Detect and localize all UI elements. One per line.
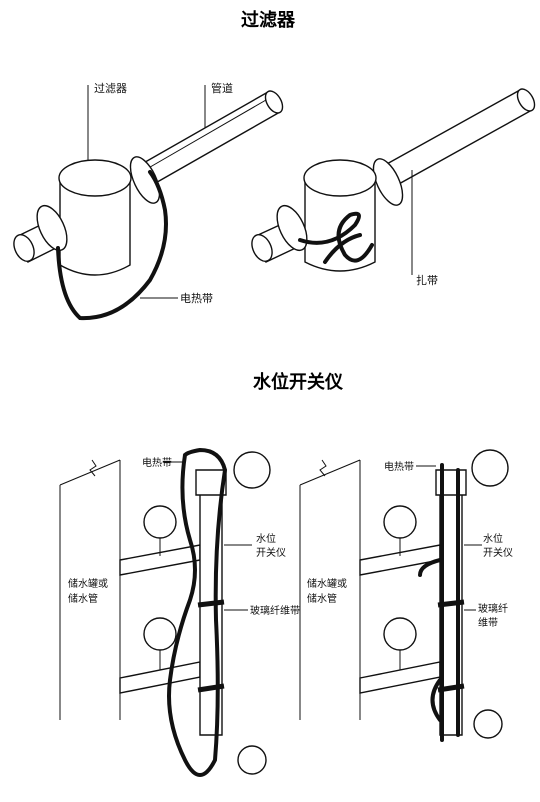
tank-break-mark-2 [319, 459, 327, 477]
upper-valve-wheel [143, 505, 177, 539]
right-heating-tape-label: 电热带 [384, 460, 414, 473]
left-level-label-line2: 开关仪 [256, 546, 286, 559]
tank-break-mark [89, 459, 97, 477]
lower-valve-wheel-2 [383, 617, 417, 651]
filter-housing [59, 179, 131, 276]
right-tank-label-line2: 储水管 [307, 592, 337, 605]
heating-tape-label: 电热带 [180, 292, 213, 305]
filter-diagram-1: 过滤器 管道 电热带 [13, 81, 284, 321]
inlet-flange [36, 204, 68, 252]
right-tank-label-line1: 储水罐或 [307, 577, 347, 590]
tank-top-2 [299, 459, 361, 486]
binding-label: 扎带 [416, 273, 438, 287]
wrapped-heating-tape [298, 211, 374, 263]
right-level-label-line1: 水位 [483, 532, 503, 545]
wrapped-heating-tape-2 [323, 233, 362, 264]
pipe-label: 管道 [211, 81, 233, 95]
right-fiber-label-line1: 玻璃纤 [478, 602, 508, 615]
filter-top [58, 159, 132, 197]
inlet-opening-2 [251, 234, 273, 262]
heating-tape [56, 170, 168, 321]
tank-label-line2: 储水管 [68, 592, 98, 605]
drain-valve-wheel-2 [473, 709, 503, 739]
filter-label: 过滤器 [94, 82, 127, 95]
lower-valve-wheel [143, 617, 177, 651]
filter-section-title: 过滤器 [241, 9, 296, 31]
water-level-diagram-2: 储水罐或 储水管 电热带 水位 开关仪 玻璃纤 维带 [299, 449, 513, 742]
drain-valve-wheel [237, 745, 267, 775]
filter-diagram-2: 扎带 [251, 88, 536, 287]
level-switch-head [195, 469, 227, 496]
filter-top-2 [303, 159, 377, 197]
water-level-section-title: 水位开关仪 [253, 371, 344, 393]
pipe-end-2 [516, 88, 536, 112]
pipe-flange [129, 156, 161, 204]
tank-top [59, 459, 121, 486]
level-gauge-2 [471, 449, 509, 487]
fiberglass-band-1 [197, 599, 225, 608]
inlet-opening [13, 234, 35, 262]
pipe-body-2 [384, 89, 533, 186]
fiberglass-band-4 [437, 683, 465, 693]
level-gauge [233, 451, 271, 489]
pipe-end [264, 90, 284, 114]
left-level-label-line1: 水位 [256, 532, 276, 545]
right-fiber-label-line2: 维带 [478, 616, 498, 629]
left-fiberglass-label: 玻璃纤维带 [250, 604, 300, 617]
water-level-diagram-1: 储水罐或 储水管 电热带 水位 开关仪 玻璃纤维带 [59, 447, 300, 777]
tank-label-line1: 储水罐或 [68, 577, 108, 590]
left-heating-tape-label: 电热带 [142, 456, 172, 469]
fiberglass-band-3 [437, 599, 465, 608]
heating-tape-loop [167, 447, 228, 777]
upper-valve-wheel-2 [383, 505, 417, 539]
pipe-flange-2 [372, 158, 404, 206]
pipe-body [139, 91, 281, 186]
right-level-label-line2: 开关仪 [483, 546, 513, 559]
pipe-highlight [144, 99, 267, 171]
